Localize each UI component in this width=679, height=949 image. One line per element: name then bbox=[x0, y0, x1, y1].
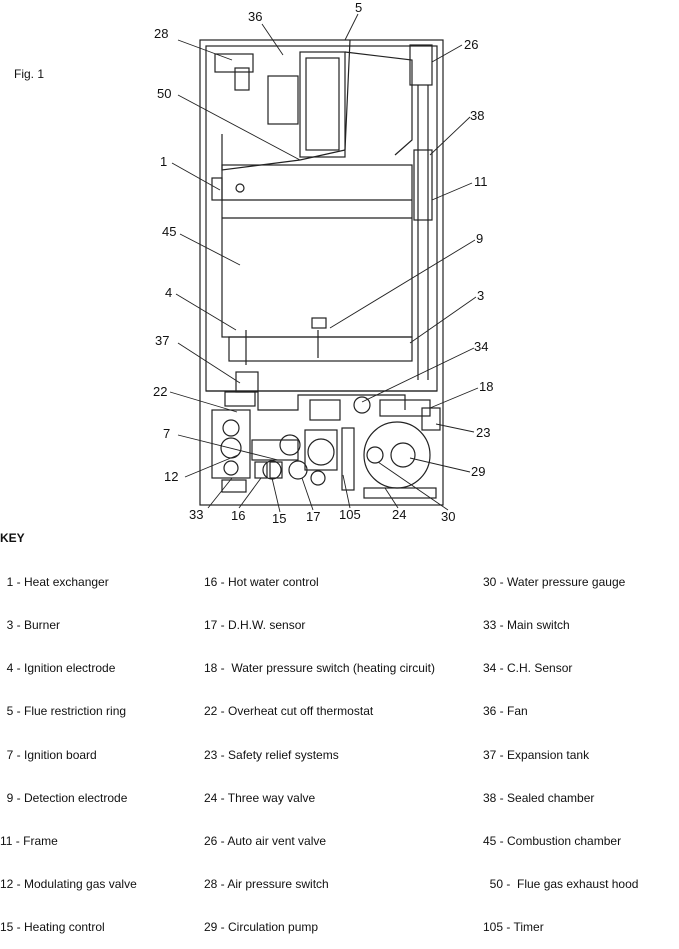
callout-5: 5 bbox=[355, 0, 362, 15]
key-entry: 7 - Ignition board bbox=[0, 747, 97, 762]
callout-37: 37 bbox=[155, 333, 169, 348]
key-entry: 24 - Three way valve bbox=[204, 790, 316, 805]
callout-4: 4 bbox=[165, 285, 172, 300]
key-entry: 9 - Detection electrode bbox=[0, 790, 128, 805]
boiler-casing bbox=[199, 39, 444, 506]
callout-22: 22 bbox=[153, 384, 167, 399]
key-entry: 45 - Combustion chamber bbox=[483, 834, 622, 849]
key-entry: 22 - Overheat cut off thermostat bbox=[204, 704, 374, 719]
key-entry: 34 - C.H. Sensor bbox=[483, 661, 573, 676]
key-entry: 18 - Water pressure switch (heating circ… bbox=[204, 661, 435, 676]
callout-9: 9 bbox=[476, 231, 483, 246]
key-entry: 1 - Heat exchanger bbox=[0, 574, 109, 589]
leader-lines bbox=[169, 13, 479, 513]
key-entry: 4 - Ignition electrode bbox=[0, 661, 116, 676]
callout-1: 1 bbox=[160, 154, 167, 169]
key-entry: 30 - Water pressure gauge bbox=[483, 574, 626, 589]
callout-50: 50 bbox=[157, 86, 171, 101]
key-entry: 5 - Flue restriction ring bbox=[0, 704, 127, 719]
callout-18: 18 bbox=[479, 379, 493, 394]
callout-30: 30 bbox=[441, 509, 455, 524]
callout-7: 7 bbox=[163, 426, 170, 441]
key-entry: 15 - Heating control bbox=[0, 920, 105, 935]
key-entry: 12 - Modulating gas valve bbox=[0, 877, 137, 892]
figure-label: Fig. 1 bbox=[14, 67, 45, 81]
key-column-1: 1 - Heat exchanger 3 - Burner 4 - Igniti… bbox=[0, 546, 137, 949]
key-entry: 105 - Timer bbox=[483, 920, 544, 935]
key-entry: 50 - Flue gas exhaust hood bbox=[483, 877, 639, 892]
key-entry: 29 - Circulation pump bbox=[204, 920, 319, 935]
callout-23: 23 bbox=[476, 425, 490, 440]
key-entry: 33 - Main switch bbox=[483, 618, 570, 633]
callout-38: 38 bbox=[470, 108, 484, 123]
callout-34: 34 bbox=[474, 339, 488, 354]
key-entry: 26 - Auto air vent valve bbox=[204, 834, 327, 849]
boiler-diagram: 36 5 28 26 50 38 1 11 45 9 4 3 37 34 22 … bbox=[153, 0, 493, 526]
callout-labels: 36 5 28 26 50 38 1 11 45 9 4 3 37 34 22 … bbox=[153, 0, 493, 526]
key-entry: 23 - Safety relief systems bbox=[204, 747, 339, 762]
key-column-3: 30 - Water pressure gauge 33 - Main swit… bbox=[483, 546, 638, 949]
callout-12: 12 bbox=[164, 469, 178, 484]
key-entry: 37 - Expansion tank bbox=[483, 747, 590, 762]
callout-24: 24 bbox=[392, 507, 406, 522]
callout-29: 29 bbox=[471, 464, 485, 479]
callout-105: 105 bbox=[339, 507, 361, 522]
key-column-2: 16 - Hot water control 17 - D.H.W. senso… bbox=[204, 546, 435, 949]
key-entry: 38 - Sealed chamber bbox=[483, 790, 595, 805]
callout-36: 36 bbox=[248, 9, 262, 24]
callout-45: 45 bbox=[162, 224, 176, 239]
key-entry: 3 - Burner bbox=[0, 618, 61, 633]
key-entry: 11 - Frame bbox=[0, 834, 58, 849]
callout-11: 11 bbox=[474, 174, 488, 189]
callout-3: 3 bbox=[477, 288, 484, 303]
callout-28: 28 bbox=[154, 26, 168, 41]
callout-15: 15 bbox=[272, 511, 286, 526]
key-title: KEY bbox=[0, 531, 25, 545]
callout-16: 16 bbox=[231, 508, 245, 523]
key-entry: 16 - Hot water control bbox=[204, 574, 319, 589]
callout-26: 26 bbox=[464, 37, 478, 52]
key-entry: 36 - Fan bbox=[483, 704, 528, 719]
control-section bbox=[211, 371, 441, 499]
combustion-chamber bbox=[211, 164, 413, 365]
key-entry: 17 - D.H.W. sensor bbox=[204, 618, 306, 633]
callout-33: 33 bbox=[189, 507, 203, 522]
fan-assembly bbox=[214, 39, 413, 171]
key-entry: 28 - Air pressure switch bbox=[204, 877, 329, 892]
callout-17: 17 bbox=[306, 509, 320, 524]
